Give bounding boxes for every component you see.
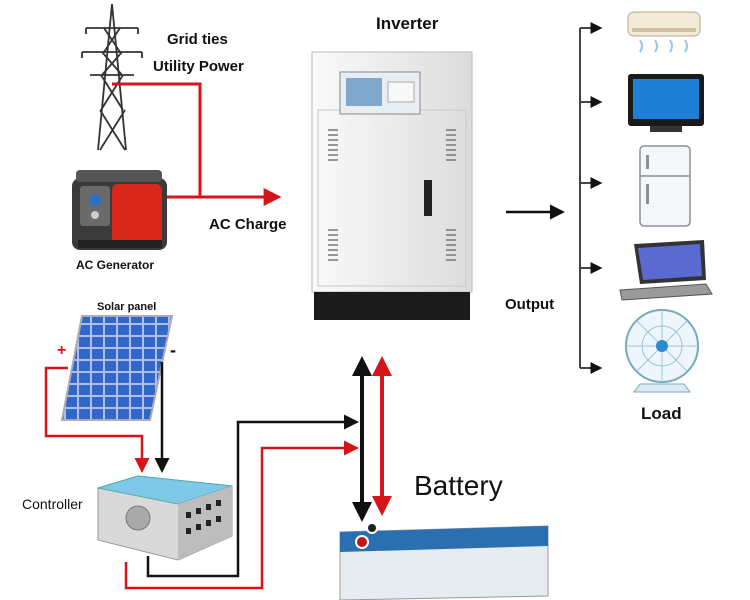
inverter-icon xyxy=(311,51,473,320)
battery-inverter-arrows xyxy=(352,356,392,522)
generator-icon xyxy=(72,170,167,250)
grid-wires xyxy=(112,82,282,206)
utility-power-label: Utility Power xyxy=(153,58,244,75)
inverter-label: Inverter xyxy=(376,14,439,33)
laptop-icon xyxy=(619,240,713,301)
solar-minus-label: - xyxy=(170,340,176,360)
battery-label: Battery xyxy=(414,470,503,501)
solar-wires xyxy=(44,362,170,473)
ac-generator-label: AC Generator xyxy=(76,258,155,272)
solar-panel-icon xyxy=(60,315,174,421)
solar-plus-label: + xyxy=(57,342,67,359)
ac-charge-label: AC Charge xyxy=(209,216,287,233)
output-label: Output xyxy=(505,296,555,313)
controller-wires xyxy=(124,414,359,590)
grid-ties-label: Grid ties xyxy=(167,31,228,48)
solar-panel-label: Solar panel xyxy=(97,301,157,313)
refrigerator-icon xyxy=(639,145,691,227)
transmission-tower-icon xyxy=(81,3,143,151)
load-bus xyxy=(579,22,603,374)
fan-icon xyxy=(625,309,699,393)
load-label: Load xyxy=(641,404,682,423)
controller-icon xyxy=(97,475,233,561)
tv-icon xyxy=(628,74,704,132)
controller-label: Controller xyxy=(22,496,83,512)
air-conditioner-icon xyxy=(627,11,701,53)
battery-icon xyxy=(339,522,549,600)
